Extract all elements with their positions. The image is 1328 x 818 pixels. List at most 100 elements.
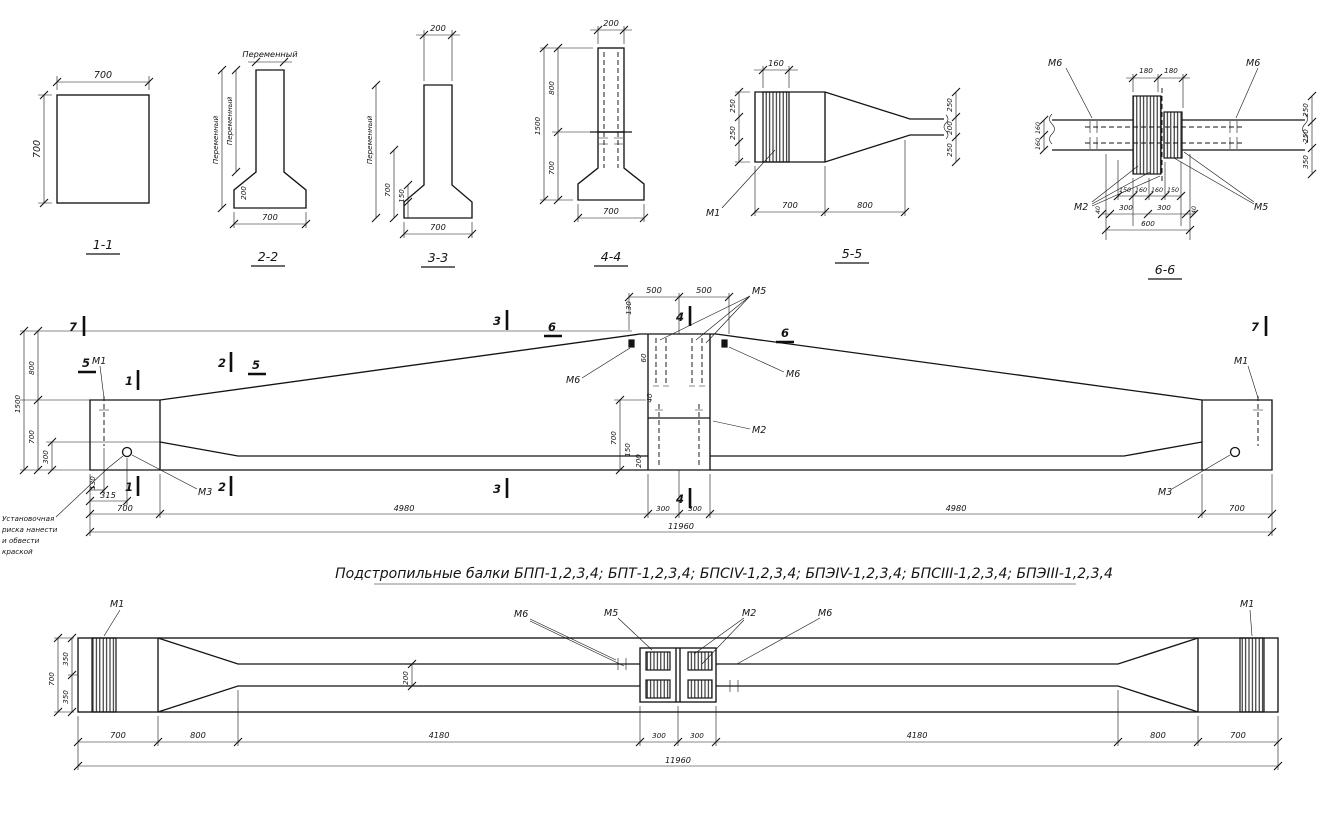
cut-label: 3 <box>493 314 501 328</box>
plan-joint-block <box>639 647 717 703</box>
note-line: риска нанести <box>1 525 58 534</box>
cut-label: 1 <box>125 480 133 494</box>
dim-label: 300 <box>652 731 666 740</box>
mark-m2-label: М2 <box>742 608 756 619</box>
note-line: краской <box>2 547 33 556</box>
dim-label: 700 <box>782 200 798 210</box>
joint-plate-main <box>1132 95 1162 175</box>
dim-label: 500 <box>696 285 712 295</box>
section-2-2-outline <box>233 69 307 209</box>
dim-label: 150 <box>623 443 632 457</box>
dim-label: 300 <box>1157 203 1171 212</box>
dim-label: 700 <box>383 183 392 197</box>
dim-label: 700 <box>47 672 56 686</box>
section-3-3-outline <box>403 84 473 219</box>
dim-label: 160 <box>768 58 784 68</box>
joint-plate-secondary <box>1163 111 1183 159</box>
dim-label: 350 <box>61 652 70 666</box>
dim-label: 300 <box>1119 203 1133 212</box>
dim-label: 200 <box>239 186 248 200</box>
bolt-dashed-lines <box>603 52 619 168</box>
dim-label: 250 <box>728 126 737 140</box>
anchor-mark-right <box>1229 446 1241 458</box>
mark-m6-label: М6 <box>786 369 800 380</box>
dim-label: 800 <box>547 81 556 95</box>
dim-label: 700 <box>117 503 133 513</box>
section-5-5: 160 250 250 250 200 250 700 800 М1 5-5 <box>706 58 961 264</box>
mark-m6-label: М6 <box>1246 58 1260 69</box>
dim-label: 250 <box>1301 129 1310 143</box>
dim-label: 180 <box>1139 66 1153 75</box>
cut-label: 7 <box>69 320 77 334</box>
dim-label: 300 <box>690 731 704 740</box>
mark-m1-label: М1 <box>706 208 720 219</box>
dim-label: 1500 <box>13 394 22 413</box>
dim-label: 160 <box>1135 187 1147 194</box>
section-1-1: 700 700 1-1 <box>32 70 154 255</box>
mark-m2-label: М2 <box>752 425 766 436</box>
section-label: 6-6 <box>1155 262 1175 277</box>
dim-label: 800 <box>190 730 206 740</box>
dim-label: 700 <box>262 212 278 222</box>
section-label: 5-5 <box>842 246 862 261</box>
dim-label: 60 <box>639 353 648 363</box>
section-5-5-outline <box>754 91 944 163</box>
mark-m1-label: М1 <box>92 356 106 367</box>
elevation-outline <box>89 333 1273 471</box>
section-1-1-outline <box>56 94 150 204</box>
dim-label: 700 <box>609 431 618 445</box>
chords <box>1052 119 1305 151</box>
drawing-title: Подстропильные балки БПП-1,2,3,4; БПТ-1,… <box>335 566 1113 582</box>
dim-label: 4980 <box>394 503 415 513</box>
dim-label: Переменный <box>225 96 234 145</box>
apex-bolts <box>655 338 703 386</box>
installation-note: Установочная риска нанести и обвести кра… <box>1 455 124 556</box>
dim-label: 180 <box>1164 66 1178 75</box>
dim-label: 200 <box>430 23 446 33</box>
plate-m1-right <box>1239 637 1265 713</box>
m6-bolt-right <box>721 339 728 348</box>
cut-label: 3 <box>493 482 501 496</box>
beam-elevation: 1500 800 700 300 7 3 6 4 6 7 5 5 1 2 <box>1 285 1277 556</box>
section-3-3: 200 Переменный 700 150 700 3-3 <box>365 23 477 268</box>
mark-m6-label: М6 <box>566 375 580 386</box>
cut-label: 2 <box>218 356 226 370</box>
cut-label: 4 <box>675 492 684 506</box>
mark-m6-label: М6 <box>514 609 528 620</box>
dim-label: 315 <box>100 490 116 500</box>
dim-label: 700 <box>110 730 126 740</box>
plan-outline <box>77 637 1279 713</box>
mark-m3-label: М3 <box>198 487 212 498</box>
dim-label: 800 <box>27 361 36 375</box>
mark-m5-label: М5 <box>604 608 618 619</box>
section-6-6: 180 180 М6 М6 160 160 250 250 350 150 16… <box>1035 58 1317 280</box>
cut-label: 7 <box>1251 320 1259 334</box>
dim-label: 40 <box>1095 206 1102 214</box>
cut-marks: 7 3 6 4 6 7 5 5 1 2 1 2 3 4 <box>69 306 1268 508</box>
section-2-2: Переменный Переменный Переменный 200 700… <box>211 49 311 267</box>
cut-label: 2 <box>218 480 226 494</box>
cut-label: 6 <box>548 320 556 334</box>
dim-label: 700 <box>603 206 619 216</box>
dim-label: Переменный <box>211 115 220 164</box>
dim-label: 11960 <box>668 521 694 531</box>
dim-label: 350 <box>61 690 70 704</box>
cut-label: 6 <box>781 326 789 340</box>
mark-m6-label: М6 <box>818 608 832 619</box>
dim-label: 200 <box>603 18 619 28</box>
dim-label: 4180 <box>429 730 450 740</box>
dim-label: 350 <box>1301 155 1310 169</box>
cut-label: 5 <box>252 358 260 372</box>
joint-plate <box>645 651 671 671</box>
anchor-mark-left <box>121 446 133 458</box>
dim-label: 250 <box>728 99 737 113</box>
beam-plan: М1 М1 М6 М5 М2 М6 700 350 350 200 700 80… <box>47 599 1283 771</box>
mid-bolts <box>658 404 700 466</box>
dim-label: 800 <box>857 200 873 210</box>
dim-label: 1500 <box>533 116 542 135</box>
dim-label: 700 <box>32 140 43 158</box>
dim-label: 700 <box>94 70 112 81</box>
dim-label: 500 <box>646 285 662 295</box>
